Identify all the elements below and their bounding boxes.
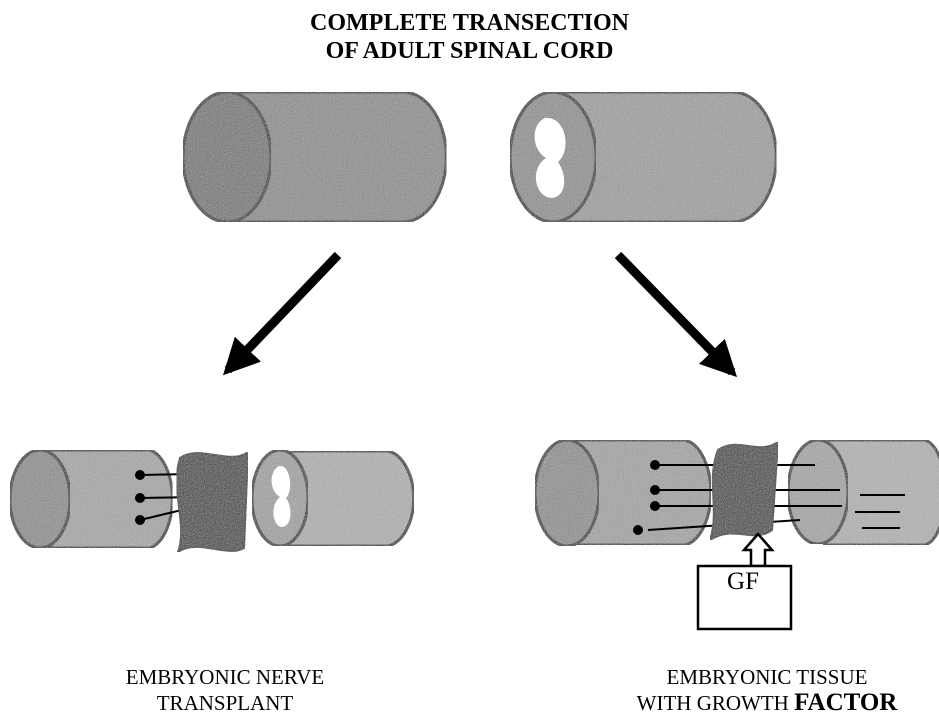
lesioned-cord-segment — [510, 92, 776, 222]
intact-cord-segment — [183, 92, 446, 222]
arrow-to-nerve-transplant — [228, 255, 338, 370]
arrow-to-growth-factor-tissue — [618, 255, 732, 372]
left-caption-line-1: EMBRYONIC NERVE — [70, 664, 380, 690]
growth-factor-label: GF — [693, 568, 793, 596]
right-caption-line-2b: FACTOR — [794, 689, 897, 716]
right-caption-line-1: EMBRYONIC TISSUE — [595, 664, 939, 690]
growth-factor-arrow — [744, 534, 772, 566]
right-caption-line-2a: WITH GROWTH — [637, 691, 794, 715]
title-line-1: COMPLETE TRANSECTION — [0, 10, 939, 36]
title-line-2: OF ADULT SPINAL CORD — [0, 38, 939, 64]
growth-factor-illustration — [535, 440, 939, 629]
nerve-transplant-illustration — [10, 450, 414, 552]
left-caption-line-2: TRANSPLANT — [70, 690, 380, 716]
right-caption-line-2: WITH GROWTH FACTOR — [595, 690, 939, 716]
embryonic-graft — [177, 452, 248, 552]
embryonic-tissue-graft — [710, 442, 778, 540]
